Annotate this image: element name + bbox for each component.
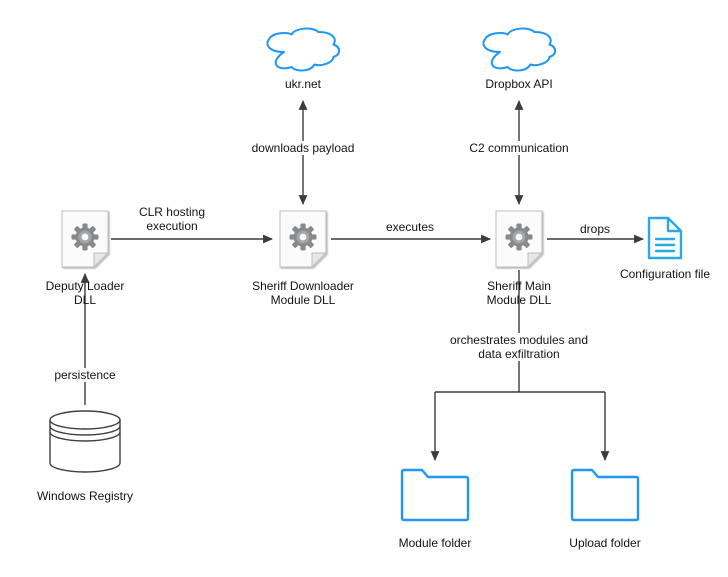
clr-hosting-execution-label: CLR hosting execution bbox=[138, 205, 206, 234]
deputy-loader-label: Deputy Loader DLL bbox=[45, 279, 125, 308]
downloads-payload-label: downloads payload bbox=[248, 141, 358, 156]
dropbox-api-label: Dropbox API bbox=[485, 77, 553, 91]
connector-orchestrates bbox=[435, 270, 605, 393]
configuration-file-label: Configuration file bbox=[619, 267, 711, 281]
module-folder-icon bbox=[400, 468, 470, 522]
c2-communication-label: C2 communication bbox=[466, 141, 572, 156]
dropbox-api-cloud-icon bbox=[482, 27, 557, 72]
persistence-label: persistence bbox=[51, 368, 119, 383]
orchestrates-label: orchestrates modules and data exfiltrati… bbox=[436, 333, 602, 362]
windows-registry-label: Windows Registry bbox=[36, 489, 134, 503]
drops-label: drops bbox=[579, 222, 611, 236]
sheriff-main-label: Sheriff Main Module DLL bbox=[486, 279, 552, 308]
database-cylinder-icon bbox=[49, 410, 121, 473]
ukr-net-label: ukr.net bbox=[284, 77, 322, 91]
sheriff-downloader-label: Sheriff Downloader Module DLL bbox=[252, 279, 354, 308]
upload-folder-label: Upload folder bbox=[569, 536, 641, 550]
ukr-net-cloud-icon bbox=[266, 27, 341, 72]
module-folder-label: Module folder bbox=[398, 536, 472, 550]
sheriff-downloader-dll-icon bbox=[280, 211, 326, 267]
upload-folder-icon bbox=[570, 468, 640, 522]
sheriff-main-dll-icon bbox=[496, 211, 542, 267]
configuration-file-icon bbox=[647, 216, 683, 260]
deputy-loader-dll-icon bbox=[62, 211, 108, 267]
executes-label: executes bbox=[385, 220, 435, 234]
